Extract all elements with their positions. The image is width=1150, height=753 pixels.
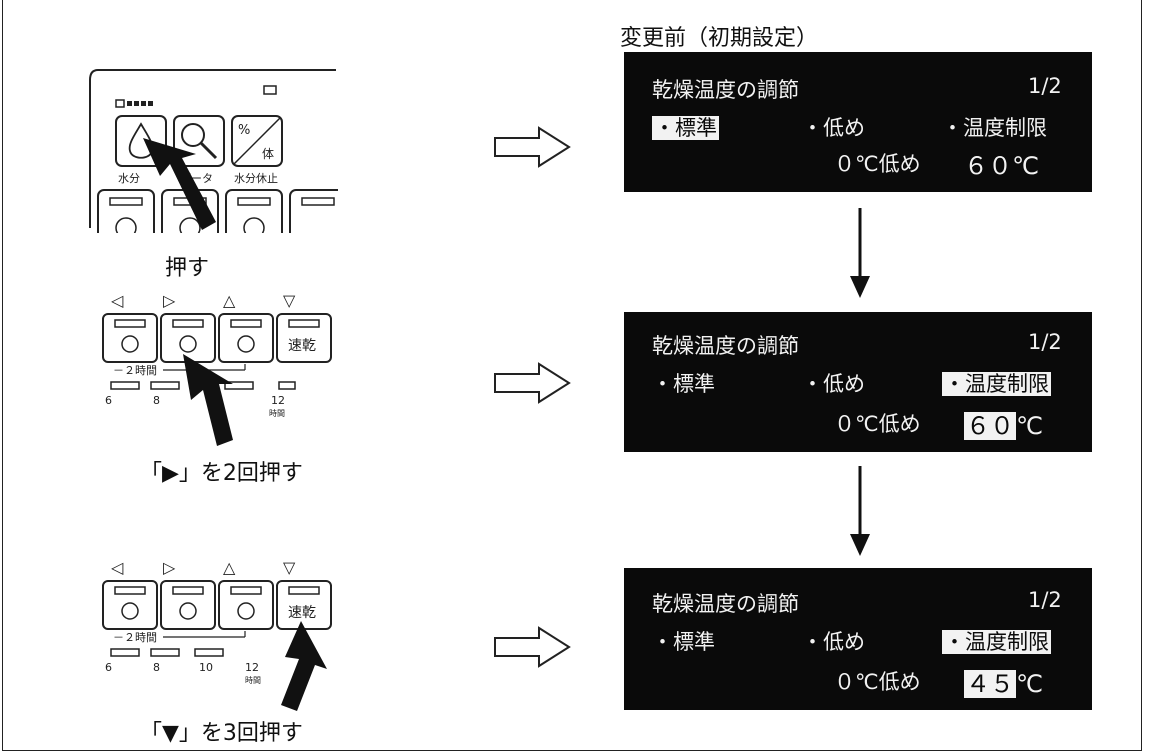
temp-number: ４５ (964, 670, 1016, 698)
display-title: 乾燥温度の調節 (652, 592, 799, 616)
lcd-display-step3: 乾燥温度の調節 1/2 ・標準 ・低め ・温度制限 ０℃低め ４５℃ (624, 568, 1092, 710)
minus-2h-label: －２時間 (113, 364, 157, 377)
low-offset-value: ０℃低め (834, 670, 921, 694)
scale-8: 8 (153, 394, 160, 407)
temp-limit-value: ６０℃ (964, 146, 1039, 181)
option-standard: ・標準 (652, 112, 719, 142)
low-offset-value: ０℃低め (834, 152, 921, 176)
option-temp-limit-label: ・温度制限 (942, 630, 1051, 654)
moisture-label: 水分 (118, 172, 140, 185)
panel-3-drawing: ◁ ▷ △ ▽ 速乾 －２時間 6 8 10 12 時間 (102, 558, 332, 711)
lcd-display-before: 乾燥温度の調節 1/2 ・標準 ・低め ・温度制限 ０℃低め ６０℃ (624, 52, 1092, 192)
option-standard: ・標準 (652, 372, 715, 396)
moisture-pause-label: 水分休止 (234, 172, 278, 185)
down-arrow-2 (850, 466, 870, 556)
temp-number: ６０ (964, 152, 1012, 180)
option-standard: ・標準 (652, 630, 715, 654)
lcd-display-step2: 乾燥温度の調節 1/2 ・標準 ・低め ・温度制限 ０℃低め ６０℃ (624, 312, 1092, 452)
low-offset-value: ０℃低め (834, 412, 921, 436)
down-arrow-symbol: ▽ (283, 558, 296, 577)
option-temp-limit: ・温度制限 (942, 368, 1051, 398)
press-arrow-3 (281, 621, 327, 711)
option-low: ・低め (802, 372, 865, 396)
step-1-instruction: 押す (165, 256, 210, 281)
panel-2-drawing: ◁ ▷ △ ▽ 速乾 －２時間 6 8 12 時間 (102, 291, 332, 446)
temp-unit: ℃ (1016, 412, 1043, 440)
control-panel-3: ◁ ▷ △ ▽ 速乾 －２時間 6 8 10 12 時間 (95, 555, 355, 715)
quick-dry-label: 速乾 (288, 338, 316, 354)
scale-10: 10 (199, 661, 213, 674)
down-arrow-1 (850, 208, 870, 298)
option-standard-label: ・標準 (652, 116, 719, 140)
hollow-right-arrow-1 (494, 126, 571, 168)
left-arrow-symbol: ◁ (110, 291, 124, 310)
display-page: 1/2 (1028, 588, 1062, 612)
scale-6: 6 (105, 394, 112, 407)
option-low: ・低め (802, 116, 865, 140)
option-temp-limit: ・温度制限 (942, 116, 1047, 140)
scale-12: 12 (271, 394, 285, 407)
right-arrow-symbol: ▷ (163, 291, 176, 310)
scale-12: 12 (245, 661, 259, 674)
body-label: 体 (262, 147, 274, 161)
right-arrow-symbol: ▷ (163, 558, 176, 577)
display-title: 乾燥温度の調節 (652, 78, 799, 102)
step-2-instruction: 「▶」を2回押す (140, 461, 303, 486)
scale-6: 6 (105, 661, 112, 674)
hollow-right-arrow-3 (494, 626, 571, 668)
quick-dry-label: 速乾 (288, 605, 316, 621)
display-page: 1/2 (1028, 74, 1062, 98)
temp-limit-value: ４５℃ (964, 664, 1043, 699)
scale-8: 8 (153, 661, 160, 674)
minus-2h-label: －２時間 (113, 631, 157, 644)
display-title: 乾燥温度の調節 (652, 334, 799, 358)
left-arrow-symbol: ◁ (110, 558, 124, 577)
up-arrow-symbol: △ (223, 558, 236, 577)
control-panel-1: % 体 水分 データ 水分休止 (88, 68, 347, 241)
press-arrow-1 (143, 138, 216, 230)
up-arrow-symbol: △ (223, 291, 236, 310)
control-panel-2: ◁ ▷ △ ▽ 速乾 －２時間 6 8 12 時間 (95, 288, 355, 448)
temp-limit-value: ６０℃ (964, 406, 1043, 441)
option-temp-limit-label: ・温度制限 (942, 372, 1051, 396)
scale-hours: 時間 (245, 676, 261, 685)
temp-unit: ℃ (1012, 152, 1039, 180)
temp-number: ６０ (964, 412, 1016, 440)
display-page: 1/2 (1028, 330, 1062, 354)
hollow-right-arrow-2 (494, 362, 571, 404)
option-low: ・低め (802, 630, 865, 654)
option-temp-limit: ・温度制限 (942, 626, 1051, 656)
before-change-caption: 変更前（初期設定） (620, 26, 819, 51)
press-arrow-2 (183, 354, 233, 446)
percent-label: % (238, 123, 250, 138)
scale-hours: 時間 (269, 409, 285, 418)
temp-unit: ℃ (1016, 670, 1043, 698)
step-3-instruction: 「▼」を3回押す (140, 721, 303, 746)
panel-1-drawing: % 体 水分 データ 水分休止 (89, 69, 347, 241)
down-arrow-symbol: ▽ (283, 291, 296, 310)
